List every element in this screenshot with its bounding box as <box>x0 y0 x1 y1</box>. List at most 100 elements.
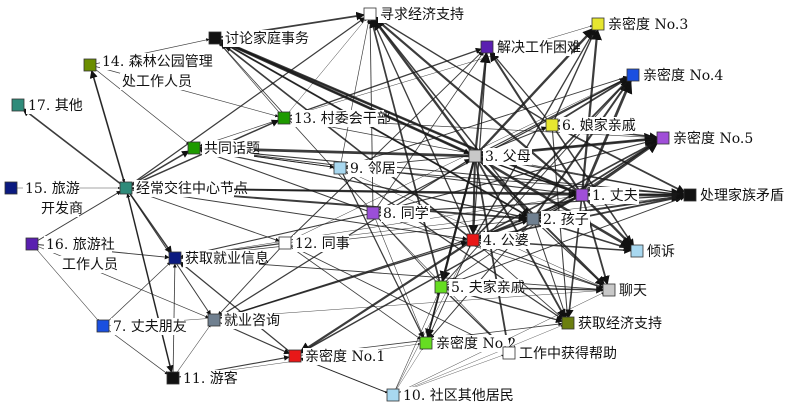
node-marker[interactable] <box>591 17 605 31</box>
node-label: 16. 旅游社 <box>46 237 115 253</box>
node-marker[interactable] <box>83 58 97 72</box>
label-background <box>590 187 639 204</box>
node-marker[interactable] <box>526 212 540 226</box>
label-background <box>576 315 652 332</box>
node-marker[interactable] <box>466 233 480 247</box>
edge-n4-q4 <box>472 78 630 241</box>
node-n10[interactable]: 10. 社区其他居民 <box>386 387 514 404</box>
node-marker[interactable] <box>419 336 433 350</box>
node-jz[interactable]: 获取经济支持 <box>561 315 662 332</box>
label-background <box>671 130 746 147</box>
node-jy[interactable]: 获取就业信息 <box>168 250 269 267</box>
node-marker[interactable] <box>25 237 39 251</box>
edge-n12-q4 <box>284 77 628 244</box>
node-marker[interactable] <box>468 149 482 163</box>
edge-n6-xq <box>374 16 553 126</box>
edge-n1-q3 <box>580 28 602 196</box>
edge-n2-q4 <box>532 79 631 220</box>
node-marker[interactable] <box>278 236 292 250</box>
node-zx[interactable]: 就业咨询 <box>207 312 280 329</box>
node-n8[interactable]: 8. 同学 <box>366 205 430 222</box>
label-background <box>617 282 645 299</box>
node-marker[interactable] <box>656 131 670 145</box>
node-marker[interactable] <box>502 346 516 360</box>
edge-n8-q5 <box>372 138 658 214</box>
edge-jy-n1 <box>174 195 577 259</box>
node-marker[interactable] <box>683 188 697 202</box>
label-background <box>517 345 605 362</box>
node-label: 15. 旅游 <box>25 181 80 197</box>
node-n7[interactable]: 7. 丈夫朋友 <box>96 318 187 335</box>
node-xq[interactable]: 寻求经济支持 <box>363 6 464 23</box>
node-marker[interactable] <box>208 31 222 45</box>
node-label: 工作中获得帮助 <box>519 345 617 362</box>
node-label: 寻求经济支持 <box>380 7 464 23</box>
node-n17[interactable]: 17. 其他 <box>11 97 83 114</box>
node-marker[interactable] <box>545 118 559 132</box>
node-gz[interactable]: 工作中获得帮助 <box>502 345 617 362</box>
node-label: 14. 森林公园管理 <box>102 54 213 70</box>
node-n12[interactable]: 12. 同事 <box>278 235 350 252</box>
node-marker[interactable] <box>207 313 221 327</box>
node-tl[interactable]: 讨论家庭事务 <box>208 30 309 47</box>
node-marker[interactable] <box>366 206 380 220</box>
node-n13[interactable]: 13. 村委会干部 <box>277 110 391 127</box>
node-marker[interactable] <box>363 7 377 21</box>
label-background <box>495 39 571 56</box>
node-marker[interactable] <box>277 111 291 125</box>
node-marker[interactable] <box>288 349 302 363</box>
node-marker[interactable] <box>96 319 110 333</box>
node-n1[interactable]: 1. 丈夫 <box>575 187 639 204</box>
edge-n3-n4 <box>468 155 479 236</box>
node-marker[interactable] <box>561 316 575 330</box>
node-marker[interactable] <box>333 161 347 175</box>
node-n3[interactable]: 3. 父母 <box>468 148 532 165</box>
node-n4[interactable]: 4. 公婆 <box>466 232 530 249</box>
node-jj[interactable]: 解决工作困难 <box>480 39 581 56</box>
node-cl[interactable]: 处理家族矛盾 <box>683 187 784 204</box>
label-background <box>100 53 204 70</box>
node-marker[interactable] <box>602 283 616 297</box>
node-gt[interactable]: 共同话题 <box>187 140 260 157</box>
node-q3[interactable]: 亲密度 No.3 <box>591 16 688 33</box>
label-background <box>60 256 112 273</box>
node-n9[interactable]: 9. 邻居 <box>333 160 397 177</box>
node-marker[interactable] <box>4 181 18 195</box>
edge-hub-n17 <box>22 108 127 189</box>
node-lt[interactable]: 聊天 <box>602 282 647 299</box>
node-qs[interactable]: 倾诉 <box>630 243 675 260</box>
node-marker[interactable] <box>187 141 201 155</box>
node-hub[interactable]: 经常交往中心节点 <box>119 180 248 197</box>
node-marker[interactable] <box>630 244 644 258</box>
node-marker[interactable] <box>626 68 640 82</box>
node-marker[interactable] <box>11 98 25 112</box>
edge-n12-q2 <box>284 242 422 340</box>
node-n5[interactable]: 5. 夫家亲戚 <box>434 279 525 296</box>
node-marker[interactable] <box>434 280 448 294</box>
label-background <box>641 67 716 84</box>
edge-n11-hub <box>126 193 174 379</box>
edge-n8-gt <box>199 149 374 214</box>
node-marker[interactable] <box>386 388 400 402</box>
node-n11[interactable]: 11. 游客 <box>166 370 238 387</box>
node-q2[interactable]: 亲密度 No.2 <box>419 335 516 352</box>
node-q4[interactable]: 亲密度 No.4 <box>626 67 723 84</box>
edge-hub-xq <box>125 16 366 189</box>
node-n2[interactable]: 2. 孩子 <box>526 211 590 228</box>
node-label: 4. 公婆 <box>483 233 529 249</box>
node-q5[interactable]: 亲密度 No.5 <box>656 130 753 147</box>
node-marker[interactable] <box>480 40 494 54</box>
node-n6[interactable]: 6. 娘家亲戚 <box>545 117 636 134</box>
node-marker[interactable] <box>166 371 180 385</box>
node-marker[interactable] <box>575 188 589 202</box>
node-marker[interactable] <box>168 251 182 265</box>
node-marker[interactable] <box>119 181 133 195</box>
edge-gt-cl <box>193 147 685 197</box>
node-q1[interactable]: 亲密度 No.1 <box>288 348 385 365</box>
label-background <box>483 148 532 165</box>
